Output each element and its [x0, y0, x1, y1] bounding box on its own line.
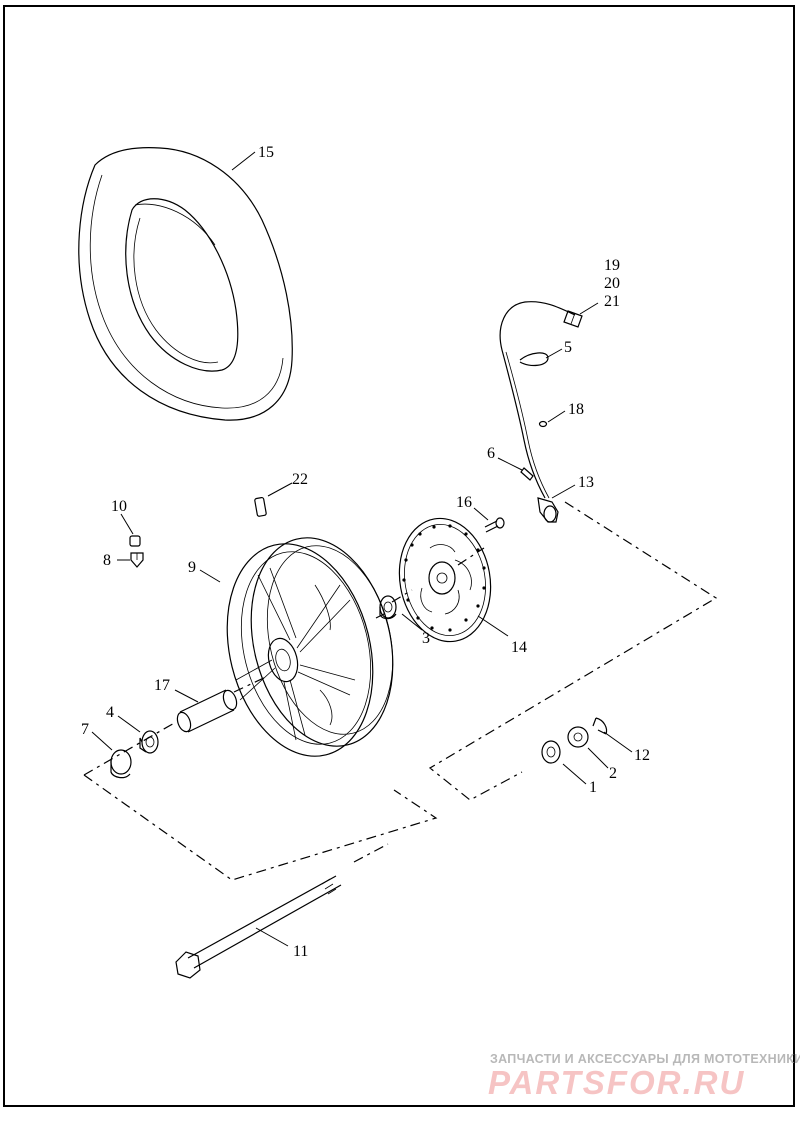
- callout-11: 11: [293, 943, 308, 960]
- callout-4: 4: [106, 704, 114, 721]
- axle-collar-left: [110, 749, 132, 779]
- callout-22: 22: [292, 471, 308, 488]
- axle-spacer: [176, 689, 238, 733]
- axle-nut: [541, 740, 561, 764]
- callout-14: 14: [511, 639, 527, 656]
- callout-18: 18: [568, 401, 584, 418]
- callout-21: 21: [604, 293, 620, 310]
- axle-washer: [567, 726, 589, 748]
- callout-16: 16: [456, 494, 472, 511]
- callout-17: 17: [154, 677, 170, 694]
- assembly-centerlines: [83, 501, 718, 881]
- diagram-frame: [3, 5, 795, 1107]
- callout-leaders: [91, 151, 633, 947]
- sensor-connector: [563, 310, 583, 328]
- callout-5: 5: [564, 339, 572, 356]
- valve-cap: [129, 535, 141, 547]
- wheel-rim: [226, 537, 394, 757]
- disc-holes: [402, 524, 486, 632]
- cable-clip: [519, 352, 549, 367]
- retaining-clip: [592, 717, 608, 735]
- callout-13: 13: [578, 474, 594, 491]
- callout-19: 19: [604, 257, 620, 274]
- callout-15: 15: [258, 144, 274, 161]
- callout-2: 2: [609, 765, 617, 782]
- callout-7: 7: [81, 721, 89, 738]
- valve-stem: [130, 552, 144, 568]
- callout-1: 1: [589, 779, 597, 796]
- callout-20: 20: [604, 275, 620, 292]
- wheel-bearing-right: [379, 595, 397, 620]
- callout-12: 12: [634, 747, 650, 764]
- callout-9: 9: [188, 559, 196, 576]
- callout-labels: 15 10 8 9 22 17 4 7 3 14 16 6 13 19 20 2…: [81, 144, 650, 960]
- sensor-screw: [520, 467, 534, 481]
- tire: [78, 147, 293, 421]
- brake-disc: [398, 517, 492, 643]
- watermark-tagline: ЗАПЧАСТИ И АКСЕССУАРЫ ДЛЯ МОТОТЕХНИКИ: [490, 1052, 800, 1066]
- balance-weight: [254, 496, 267, 517]
- speed-sensor: [537, 497, 559, 523]
- wheel-bearing-left: [139, 730, 159, 754]
- cable-tie: [538, 420, 548, 428]
- callout-8: 8: [103, 552, 111, 569]
- speed-sensor-cable: [499, 301, 576, 499]
- watermark-logo: PARTSFOR.RU: [488, 1064, 746, 1101]
- front-axle: [175, 875, 342, 979]
- callout-6: 6: [487, 445, 495, 462]
- disc-bolt: [484, 517, 505, 533]
- callout-10: 10: [111, 498, 127, 515]
- callout-3: 3: [422, 630, 430, 647]
